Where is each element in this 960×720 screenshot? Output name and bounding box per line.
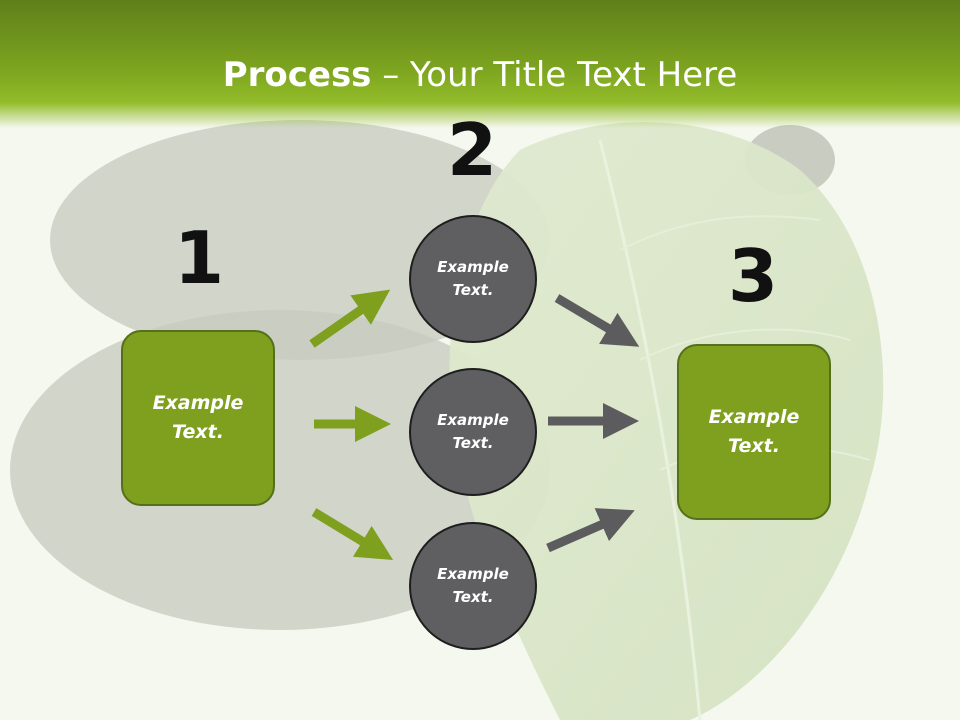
step-2-circle-top: Example Text. [409,215,537,343]
arrow-gray-up [546,508,635,553]
title-strong: Process [222,55,372,95]
step-2-label-middle: Example Text. [437,411,509,452]
step-1-box: Example Text. [121,330,275,506]
step-3-label: Example Text. [708,406,800,457]
step-1-label: Example Text. [152,392,244,443]
step-2-number: 2 [446,108,498,192]
title-bar [0,0,960,128]
step-1-number: 1 [173,216,225,300]
step-2-label-top: Example Text. [437,258,509,299]
title-rest: – Your Title Text Here [371,55,738,95]
leaf-vein [639,328,851,361]
slide-title: Process – Your Title Text Here [0,52,960,98]
leaf-vein-main [598,139,702,720]
step-2-circle-bottom: Example Text. [409,522,537,650]
step-3-number: 3 [727,234,779,318]
leaf-shape [449,122,884,720]
step-3-box: Example Text. [677,344,831,520]
arrow-gray-down [554,294,640,347]
arrow-green-down [311,508,394,561]
arrow-green-up [309,289,391,348]
step-2-label-bottom: Example Text. [437,565,509,606]
leaf-vein [619,215,821,251]
step-2-circle-middle: Example Text. [409,368,537,496]
